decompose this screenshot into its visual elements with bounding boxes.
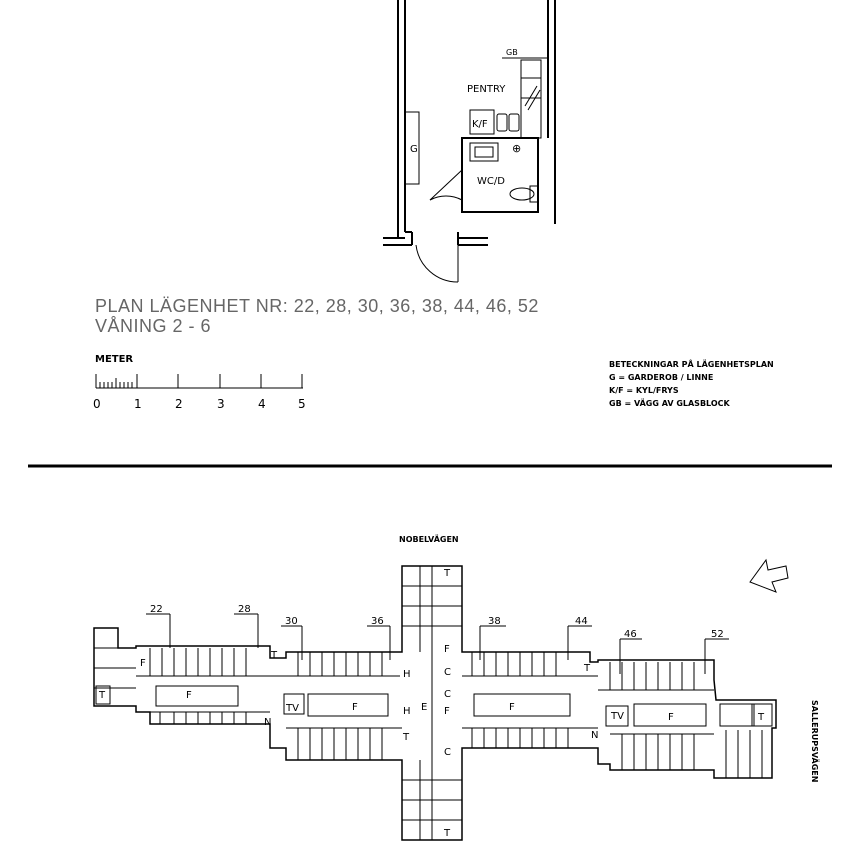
room-box: [95, 685, 111, 705]
unit-plan: G GB PENTRY K/F ⊕ WC/D: [383, 0, 556, 283]
room-code: F: [140, 658, 146, 669]
scale-tick-label: 4: [258, 397, 266, 411]
plan-title: PLAN LÄGENHET NR: 22, 28, 30, 36, 38, 44…: [95, 296, 539, 316]
room-code: C: [444, 747, 451, 758]
room-label-kf: K/F: [472, 119, 488, 130]
fridge-freezer: [469, 109, 495, 135]
street-label-right: SALLERUPSVÄGEN: [810, 700, 820, 782]
room-code: F: [509, 702, 515, 713]
building-outline-path: [93, 565, 777, 841]
room-label-gb: GB: [506, 48, 518, 57]
room-code: T: [270, 650, 278, 661]
bathroom: [461, 137, 539, 213]
room-code: H: [403, 669, 411, 680]
wardrobe: [404, 111, 420, 185]
toilet: [509, 187, 535, 201]
scale-tick-label: 1: [134, 397, 142, 411]
room-code: N: [591, 730, 598, 741]
room-code: F: [444, 706, 450, 717]
apartment-number: 38: [488, 616, 501, 627]
scale-tick-label: 5: [298, 397, 306, 411]
room-label-g: G: [410, 144, 418, 155]
room-code: C: [444, 689, 451, 700]
room-box: [283, 693, 305, 715]
legend-item: GB = VÄGG AV GLASBLOCK: [609, 398, 731, 408]
room-code: TV: [285, 703, 299, 714]
apartment-number: 22: [150, 604, 163, 615]
scale-label: METER: [95, 354, 133, 365]
apartment-number: 44: [575, 616, 588, 627]
room-code: T: [583, 663, 591, 674]
room-box: [633, 703, 707, 727]
room-code: T: [443, 828, 451, 839]
apartment-number: 30: [285, 616, 298, 627]
apartment-number: 52: [711, 629, 724, 640]
room-box: [155, 685, 239, 707]
room-label-pentry: PENTRY: [467, 84, 506, 95]
room-code-labels: F T F T N TV F H H T E F C C F C T T F T…: [98, 568, 765, 839]
room-code: F: [444, 644, 450, 655]
room-code: TV: [610, 711, 624, 722]
room-label-wcd: WC/D: [477, 176, 505, 187]
legend-item: K/F = KYL/FRYS: [609, 386, 679, 395]
room-box: [719, 703, 755, 727]
apartment-number: 28: [238, 604, 251, 615]
room-code: C: [444, 667, 451, 678]
room-code: F: [668, 712, 674, 723]
room-code: F: [352, 702, 358, 713]
room-code: H: [403, 706, 411, 717]
legend-heading: BETECKNINGAR PÅ LÄGENHETSPLAN: [609, 359, 774, 369]
pentry-counter: [520, 59, 542, 139]
room-box: [605, 705, 629, 727]
scale-tick-label: 0: [93, 397, 101, 411]
apartment-number-labels: 22 28 30 36 38 44 46 52: [146, 604, 729, 674]
legend-item: G = GARDEROB / LINNE: [609, 373, 713, 382]
floor-range: VÅNING 2 - 6: [95, 316, 211, 336]
building-outline: [93, 565, 777, 841]
north-arrow-icon: [749, 558, 789, 593]
scale-tick-label: 3: [217, 397, 225, 411]
sink: [469, 142, 499, 162]
room-code: T: [443, 568, 451, 579]
apartment-number: 46: [624, 629, 637, 640]
room-box: [473, 693, 571, 717]
room-box: [307, 693, 389, 717]
legend: BETECKNINGAR PÅ LÄGENHETSPLAN G = GARDER…: [609, 359, 774, 408]
street-label-top: NOBELVÄGEN: [399, 534, 459, 544]
apartment-number: 36: [371, 616, 384, 627]
scale-bar: METER 0 1 2 3 4 5: [93, 354, 306, 411]
room-code: F: [186, 690, 192, 701]
room-box: [751, 703, 773, 727]
room-code: E: [421, 702, 427, 713]
room-code: T: [402, 732, 410, 743]
room-code: T: [757, 712, 765, 723]
scale-tick-label: 2: [175, 397, 183, 411]
shower-icon: ⊕: [512, 142, 521, 155]
room-code: N: [264, 717, 271, 728]
room-code: T: [98, 690, 106, 701]
